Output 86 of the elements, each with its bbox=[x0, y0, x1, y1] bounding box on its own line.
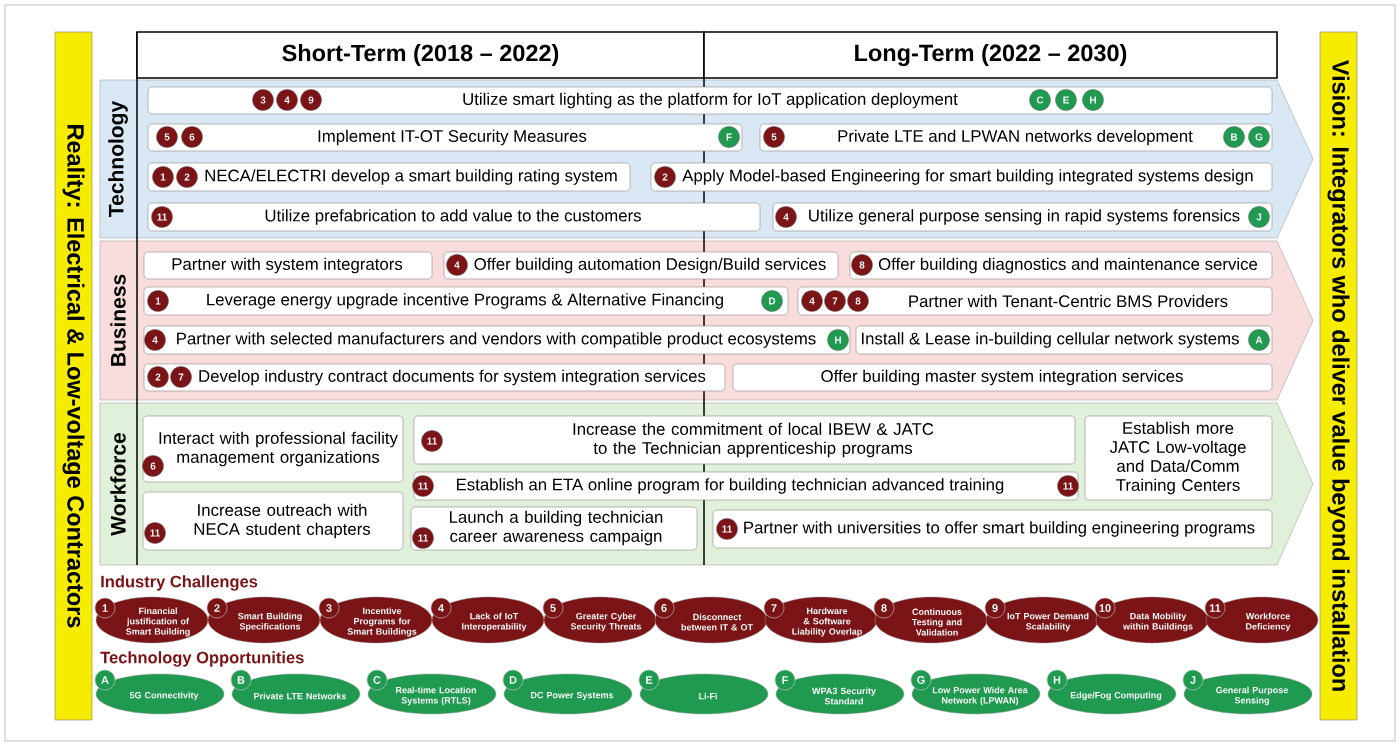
roadmap-box: 1 Leverage energy upgrade incentive Programs & Alternative Financing D bbox=[143, 286, 789, 316]
badge: 4 bbox=[430, 597, 452, 619]
section-heading: Technology Opportunities bbox=[100, 651, 304, 667]
badge: G bbox=[910, 669, 932, 691]
roadmap-box: 4 Partner with selected manufacturers and vendors with compatible product ecosystems H bbox=[143, 325, 851, 355]
roadmap-box: 2 7 Develop industry contract documents for system integration services bbox=[143, 363, 726, 392]
badge: F bbox=[774, 669, 796, 691]
badge: 1 bbox=[147, 290, 169, 312]
roadmap-box: Partner with system integrators bbox=[143, 251, 433, 280]
vision-bar: Vision: Integrators who deliver value beyond installation bbox=[1319, 31, 1358, 721]
badge: 5 bbox=[156, 126, 178, 148]
badge: 4 bbox=[775, 206, 797, 228]
roadmap-box: 11 Utilize prefabrication to add value to the customers bbox=[147, 202, 761, 232]
badge: 10 bbox=[1094, 597, 1116, 619]
badge: 1 bbox=[152, 166, 174, 188]
badge: B bbox=[1223, 126, 1245, 148]
badge: 11 bbox=[1057, 475, 1079, 497]
badge: 5 bbox=[542, 597, 564, 619]
badge: A bbox=[94, 669, 116, 691]
badge: 4 bbox=[446, 254, 468, 276]
roadmap-box: 5 6 Implement IT-OT Security Measures F bbox=[147, 123, 743, 152]
badge: D bbox=[761, 290, 783, 312]
badge: 11 bbox=[421, 430, 443, 452]
badge: 4 bbox=[276, 89, 298, 111]
badge: E bbox=[638, 669, 660, 691]
column-header: Long-Term (2022 – 2030) bbox=[703, 31, 1278, 79]
roadmap-box: 11 Launch a building technician career awareness campaign bbox=[410, 506, 698, 551]
badge: 2 bbox=[147, 366, 169, 388]
badge: J bbox=[1248, 206, 1270, 228]
badge: 1 bbox=[94, 597, 116, 619]
roadmap-box: 11 Increase the commitment of local IBEW & JATC to the Technician apprenticeship programs bbox=[413, 415, 1076, 465]
roadmap-box: Offer building master system integration services bbox=[732, 363, 1273, 392]
badge: H bbox=[1082, 89, 1104, 111]
badge: G bbox=[1248, 126, 1270, 148]
badge: 7 bbox=[763, 597, 785, 619]
badge: 9 bbox=[984, 597, 1006, 619]
roadmap-box: 1 2 NECA/ELECTRI develop a smart building rating system bbox=[147, 162, 631, 192]
badge: 8 bbox=[873, 597, 895, 619]
badge: C bbox=[366, 669, 388, 691]
roadmap-box: 4 Offer building automation Design/Build services bbox=[443, 251, 839, 280]
badge: 5 bbox=[763, 126, 785, 148]
roadmap-box: 3 4 9 Utilize smart lighting as the platform for IoT application deployment C E H bbox=[147, 86, 1273, 115]
badge: A bbox=[1248, 329, 1270, 351]
badge: D bbox=[502, 669, 524, 691]
badge: 11 bbox=[151, 206, 173, 228]
roadmap-box: 11 Establish an ETA online program for building technician advanced training 11 bbox=[412, 471, 1079, 501]
badge: 8 bbox=[847, 290, 869, 312]
badge: 6 bbox=[142, 455, 164, 477]
badge: F bbox=[718, 126, 740, 148]
badge: 4 bbox=[801, 290, 823, 312]
vision-bar: Reality: Electrical & Low-voltage Contractors bbox=[54, 31, 93, 721]
roadmap-box: 4 7 8 Partner with Tenant-Centric BMS Providers bbox=[797, 286, 1273, 316]
roadmap-box: 5 Private LTE and LPWAN networks development B G bbox=[759, 123, 1273, 152]
badge: 2 bbox=[654, 166, 676, 188]
badge: B bbox=[230, 669, 252, 691]
badge: 11 bbox=[716, 518, 738, 540]
column-header: Short-Term (2018 – 2022) bbox=[136, 31, 705, 79]
section-heading: Industry Challenges bbox=[101, 575, 258, 591]
badge: 9 bbox=[300, 89, 322, 111]
badge: 7 bbox=[824, 290, 846, 312]
roadmap-box: 8 Offer building diagnostics and maintenance service bbox=[849, 251, 1273, 280]
roadmap-box: 2 Apply Model-based Engineering for smart building integrated systems design bbox=[650, 162, 1273, 192]
badge: 7 bbox=[170, 366, 192, 388]
badge: C bbox=[1029, 89, 1051, 111]
badge: 11 bbox=[412, 527, 434, 549]
badge: 2 bbox=[176, 166, 198, 188]
badge: 8 bbox=[851, 254, 873, 276]
roadmap-box: Install & Lease in-building cellular network systems A bbox=[855, 325, 1273, 355]
badge: 11 bbox=[144, 522, 166, 544]
badge: 11 bbox=[412, 475, 434, 497]
badge: H bbox=[827, 329, 849, 351]
badge: 3 bbox=[318, 597, 340, 619]
badge: 6 bbox=[181, 126, 203, 148]
badge: 11 bbox=[1204, 597, 1226, 619]
badge: 4 bbox=[144, 329, 166, 351]
roadmap-box: 6 Interact with professional facility management organizations bbox=[142, 415, 404, 483]
badge: E bbox=[1055, 89, 1077, 111]
badge: 2 bbox=[206, 597, 228, 619]
roadmap-box: 11 Increase outreach with NECA student chapters bbox=[142, 491, 404, 551]
roadmap-box: Establish more JATC Low-voltage and Data/Comm Training Centers bbox=[1084, 415, 1273, 501]
badge: H bbox=[1046, 669, 1068, 691]
roadmap-box: 4 Utilize general purpose sensing in rapid systems forensics J bbox=[772, 202, 1273, 232]
badge: 6 bbox=[653, 597, 675, 619]
badge: J bbox=[1182, 669, 1204, 691]
badge: 3 bbox=[252, 89, 274, 111]
roadmap-box: 11 Partner with universities to offer smart building engineering programs bbox=[712, 509, 1273, 549]
